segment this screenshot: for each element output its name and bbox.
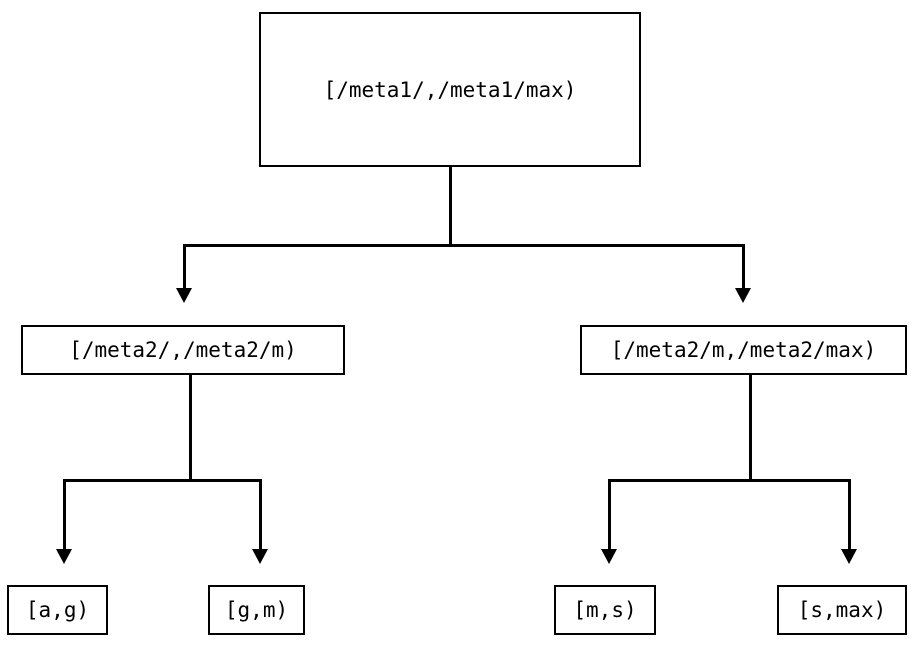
arrowhead-root-to-mid-left-icon (176, 288, 192, 303)
edge-mid-right-stem (749, 375, 752, 481)
edge-root-to-mid-right (742, 244, 745, 290)
edge-mid-right-to-leaf-3 (848, 479, 851, 551)
node-leaf-m-s[interactable]: [m,s) (554, 585, 656, 635)
node-mid-right[interactable]: [/meta2/m,/meta2/max) (580, 325, 907, 375)
node-leaf-s-max[interactable]: [s,max) (777, 585, 907, 635)
edge-mid-left-stem (189, 375, 192, 481)
node-leaf-2-label: [m,s) (573, 598, 637, 622)
node-mid-right-label: [/meta2/m,/meta2/max) (610, 338, 877, 362)
edge-root-crossbar (183, 244, 744, 247)
node-leaf-g-m[interactable]: [g,m) (208, 585, 305, 635)
node-leaf-3-label: [s,max) (797, 598, 887, 622)
arrowhead-mid-right-to-leaf-2-icon (601, 549, 617, 564)
edge-mid-left-crossbar (64, 479, 262, 482)
node-leaf-1-label: [g,m) (224, 598, 289, 622)
edge-mid-right-crossbar (609, 479, 851, 482)
edge-mid-right-to-leaf-2 (608, 479, 611, 551)
node-mid-left-label: [/meta2/,/meta2/m) (69, 338, 297, 362)
edge-mid-left-to-leaf-0 (63, 479, 66, 551)
node-root[interactable]: [/meta1/,/meta1/max) (259, 12, 641, 167)
node-root-label: [/meta1/,/meta1/max) (323, 77, 577, 102)
arrowhead-mid-left-to-leaf-0-icon (56, 549, 72, 564)
edge-root-stem (449, 167, 452, 246)
node-mid-left[interactable]: [/meta2/,/meta2/m) (21, 325, 345, 375)
node-leaf-0-label: [a,g) (25, 598, 90, 622)
arrowhead-mid-right-to-leaf-3-icon (841, 549, 857, 564)
arrowhead-mid-left-to-leaf-1-icon (252, 549, 268, 564)
edge-root-to-mid-left (183, 244, 186, 290)
edge-mid-left-to-leaf-1 (259, 479, 262, 551)
node-leaf-a-g[interactable]: [a,g) (7, 585, 108, 635)
arrowhead-root-to-mid-right-icon (735, 288, 751, 303)
